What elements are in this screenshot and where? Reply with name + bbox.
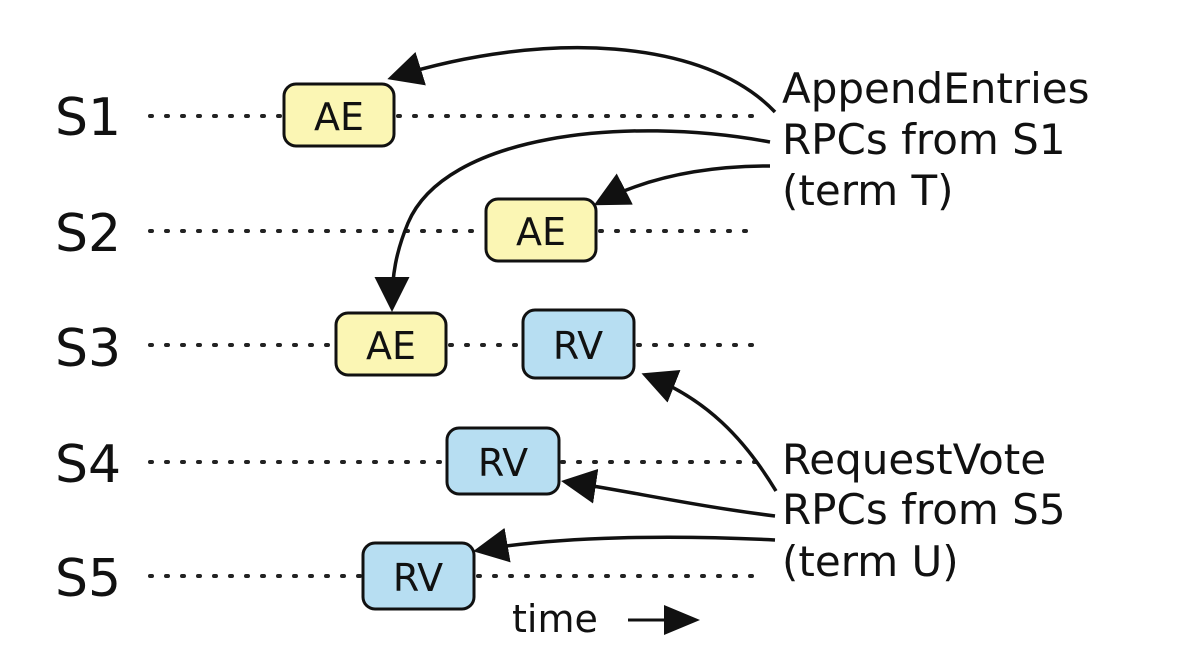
server-label-s1: S1: [55, 88, 121, 148]
request-vote-annotation-line-1: RequestVote: [782, 435, 1046, 484]
request-vote-arrow-to-s5: [473, 527, 776, 563]
request-vote-arrow-to-s4: [561, 468, 776, 518]
rpc-box-rv-s4: [445, 426, 561, 496]
rpc-label-ae-s2: AE: [516, 210, 566, 254]
request-vote-annotation-line-3: (term U): [782, 537, 959, 586]
rpc-box-ae-s2: [484, 197, 598, 263]
request-vote-arrow-to-s3: [641, 370, 778, 492]
server-label-s4: S4: [55, 435, 121, 495]
append-entries-annotation-line-2: RPCs from S1: [782, 115, 1066, 164]
rpc-box-ae-s1: [282, 82, 396, 148]
rpc-label-ae-s3: AE: [366, 324, 416, 368]
rpc-label-rv-s4: RV: [478, 441, 528, 485]
time-label: time: [512, 597, 598, 641]
rpc-label-ae-s1: AE: [314, 95, 364, 139]
request-vote-annotation-line-2: RPCs from S5: [782, 485, 1066, 534]
append-entries-arrow-to-s2: [593, 164, 771, 206]
rpc-box-ae-s3: [334, 311, 448, 377]
append-entries-annotation-line-1: AppendEntries: [782, 64, 1089, 113]
server-label-s3: S3: [55, 319, 121, 379]
rpc-box-rv-s5: [361, 541, 476, 611]
server-label-s2: S2: [55, 204, 121, 264]
append-entries-annotation-line-3: (term T): [782, 166, 954, 215]
rpc-label-rv-s3: RV: [553, 324, 603, 368]
rpc-box-rv-s3: [521, 308, 636, 380]
append-entries-arrow-to-s1: [387, 45, 777, 114]
rpc-label-rv-s5: RV: [393, 556, 443, 600]
server-label-s5: S5: [55, 549, 121, 609]
append-entries-arrow-to-s3: [374, 129, 771, 312]
